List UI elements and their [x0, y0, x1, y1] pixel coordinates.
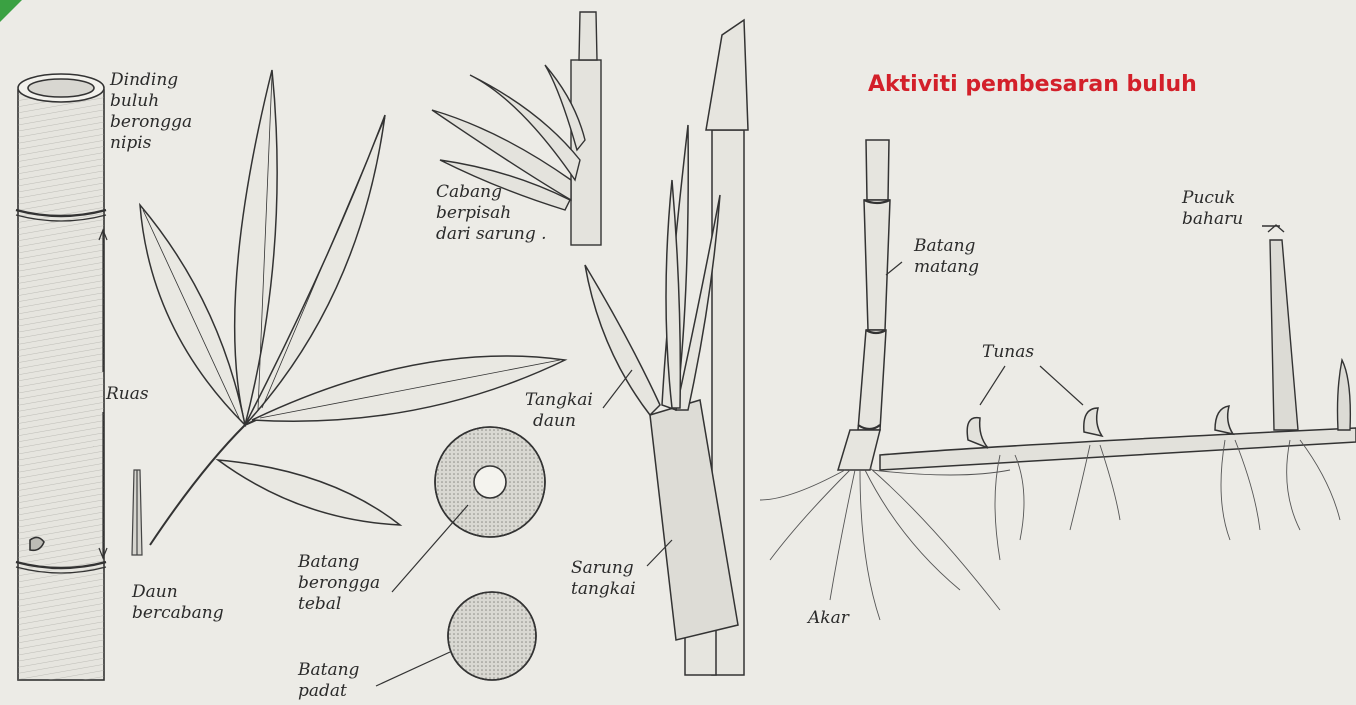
mature-stem: [838, 140, 890, 470]
label-tunas: Tunas: [982, 342, 1034, 363]
label-ruas: Ruas: [106, 384, 149, 405]
label-sarung-tangkai: Sarung tangkai: [571, 558, 636, 600]
label-batang-tebal: Batang berongga tebal: [298, 552, 380, 615]
diagram-title: Aktiviti pembesaran buluh: [868, 72, 1197, 97]
new-shoot: [1262, 225, 1350, 430]
label-batang-padat: Batang padat: [298, 660, 359, 702]
label-tangkai-daun: Tangkai daun: [525, 390, 593, 432]
label-dinding: Dinding buluh berongga nipis: [110, 70, 192, 154]
label-batang-matang: Batang matang: [914, 236, 979, 278]
label-daun-bercabang: Daun bercabang: [132, 582, 224, 624]
culm-section: [16, 74, 106, 680]
cross-section-solid: [448, 592, 536, 680]
label-pucuk-baharu: Pucuk baharu: [1182, 188, 1243, 230]
cross-section-hollow: [435, 427, 545, 537]
small-shoot: [132, 470, 142, 555]
label-akar: Akar: [808, 608, 849, 629]
label-cabang: Cabang berpisah dari sarung .: [436, 182, 547, 245]
